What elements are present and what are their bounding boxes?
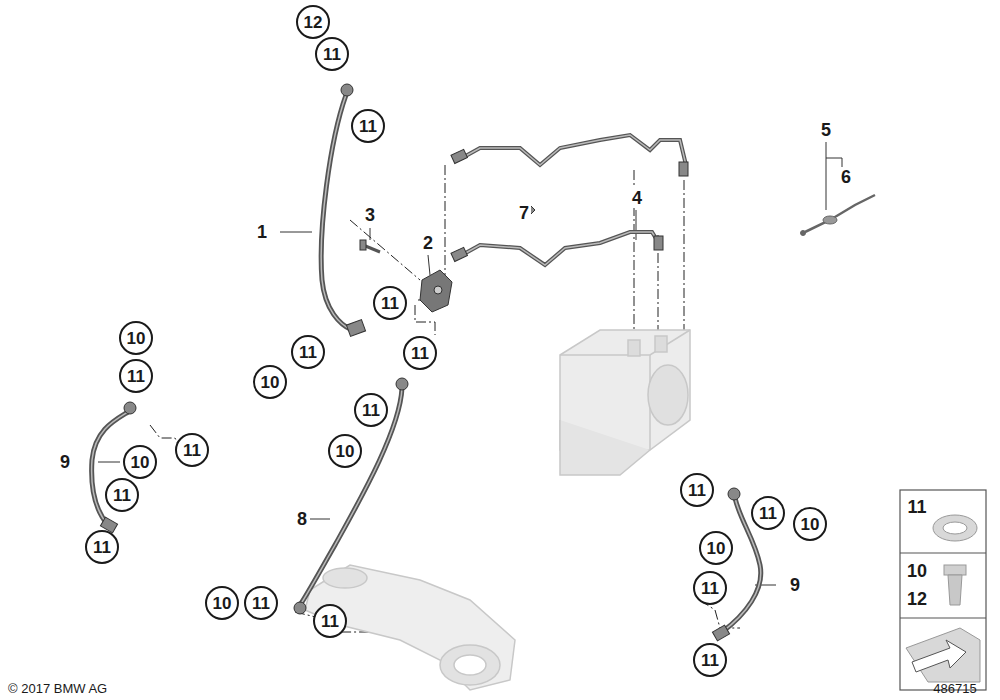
callout-number: 11 xyxy=(119,359,153,393)
brake-lines xyxy=(462,135,686,265)
copyright-note: © 2017 BMW AG xyxy=(8,682,107,695)
callout-number: 10 xyxy=(699,531,733,565)
fork-bridge xyxy=(305,565,515,690)
callout-number: 11 xyxy=(315,37,349,71)
callout-number: 11 xyxy=(244,586,278,620)
sensor-cable xyxy=(801,195,876,236)
callout-number: 11 xyxy=(751,496,785,530)
part-number: 5 xyxy=(819,120,833,140)
legend-number: 10 xyxy=(907,562,927,580)
callout-number: 11 xyxy=(693,643,727,677)
leader-lines xyxy=(150,165,740,632)
callout-number: 11 xyxy=(373,286,407,320)
callout-number: 10 xyxy=(119,321,153,355)
callout-number: 11 xyxy=(680,473,714,507)
callout-number: 11 xyxy=(403,336,437,370)
callout-number: 11 xyxy=(351,109,385,143)
part-number: 1 xyxy=(255,222,269,242)
callout-number: 11 xyxy=(105,478,139,512)
brake-lines-shine xyxy=(462,135,686,265)
part-number: 2 xyxy=(421,233,435,253)
part-number: 7 xyxy=(517,203,531,223)
line-fittings xyxy=(451,149,688,261)
callout-number: 11 xyxy=(313,604,347,638)
legend-number: 11 xyxy=(907,498,926,516)
callout-number: 11 xyxy=(693,571,727,605)
part-number: 4 xyxy=(630,188,644,208)
part-number: 9 xyxy=(788,575,802,595)
drawing-number: 486715 xyxy=(933,682,976,695)
callout-number: 11 xyxy=(291,335,325,369)
part-number: 9 xyxy=(58,452,72,472)
callout-number: 11 xyxy=(354,393,388,427)
pointer-lines xyxy=(98,142,842,585)
callout-number: 10 xyxy=(253,365,287,399)
part-number: 6 xyxy=(839,167,853,187)
callout-number: 10 xyxy=(123,445,157,479)
callout-number: 11 xyxy=(85,530,119,564)
callout-number: 10 xyxy=(793,507,827,541)
part-number: 8 xyxy=(295,509,309,529)
legend-number: 12 xyxy=(907,590,927,608)
callout-number: 11 xyxy=(175,433,209,467)
callout-number: 10 xyxy=(328,434,362,468)
abs-unit xyxy=(560,330,690,475)
part-number: 3 xyxy=(363,205,377,225)
hose-8 xyxy=(294,378,408,614)
callout-number: 12 xyxy=(296,5,330,39)
parts-legend-frame xyxy=(900,490,986,690)
callout-number: 10 xyxy=(205,586,239,620)
